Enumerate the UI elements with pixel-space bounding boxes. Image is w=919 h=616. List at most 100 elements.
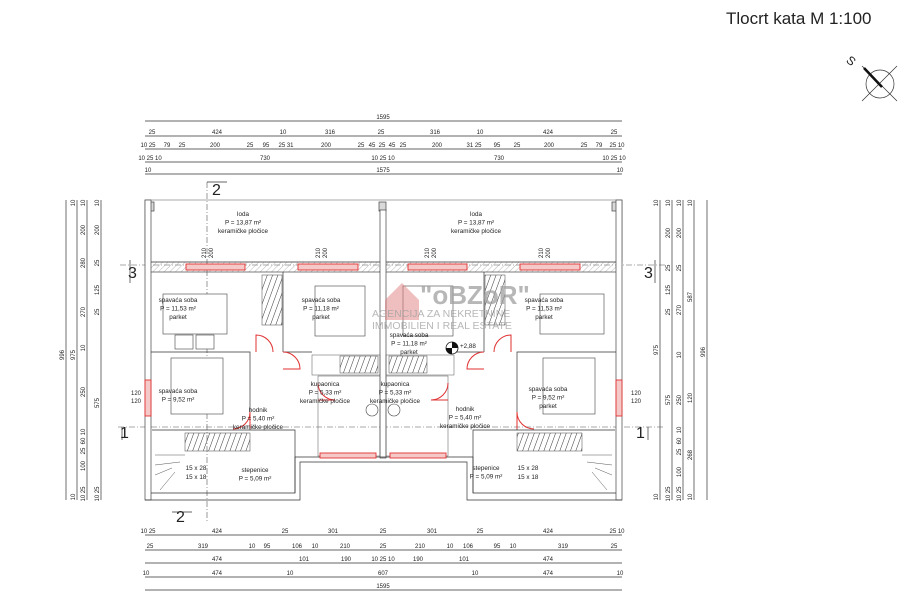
dimension-label: 100 [81, 460, 87, 471]
dimension-label: 10 [95, 199, 101, 206]
dimension-label: 10 [688, 493, 694, 500]
room-name: kupaonica [381, 381, 410, 388]
dimension-label: 10 [472, 571, 479, 577]
dimension-label: 200 [321, 143, 332, 149]
dimension-label: 106 [463, 544, 474, 550]
room-name: loda [470, 211, 482, 218]
room-floor: parket [312, 314, 330, 321]
room-floor: keramičke pločice [233, 424, 284, 431]
side-window-height-label: 120 [131, 399, 142, 405]
dimension-label: 101 [299, 557, 310, 563]
dimension-label: 316 [430, 130, 441, 136]
dimension-label: 25 [378, 130, 385, 136]
dimension-label: 190 [341, 557, 352, 563]
room-name: spavaća soba [390, 332, 429, 339]
room-floor: parket [539, 403, 557, 410]
dimension-label: 474 [212, 557, 223, 563]
dimension-label: 10 25 10 [371, 156, 395, 162]
dimension-label: 10 25 10 [371, 557, 395, 563]
room-name: kupaonica [311, 381, 340, 388]
dimension-label: 10 [280, 130, 287, 136]
dimension-label: 25 [400, 143, 407, 149]
building-walls [144, 199, 623, 501]
side-window-height-label: 120 [631, 399, 642, 405]
room-name: spavaća soba [529, 386, 568, 393]
dimension-label: 730 [260, 156, 271, 162]
window-height-label: 210 [425, 247, 431, 258]
dimension-label: 10 [447, 544, 454, 550]
dimension-label: 200 [432, 143, 443, 149]
stair-step-label: 15 x 18 [186, 474, 207, 481]
dimension-lines [65, 120, 708, 591]
dimension-label: 79 [164, 143, 171, 149]
dimension-label: 101 [459, 557, 470, 563]
dimension-label: 25 [95, 308, 101, 315]
dimension-label: 474 [543, 557, 554, 563]
dimension-label: 10 [81, 199, 87, 206]
stair-step-label: 15 x 18 [518, 474, 539, 481]
room-area: P = 13,87 m² [458, 220, 494, 227]
room-floor: parket [535, 314, 553, 321]
room-name: spavaća soba [159, 297, 198, 304]
dimension-label: 190 [413, 557, 424, 563]
dimension-label: 424 [212, 130, 223, 136]
dimension-label: 25 [95, 259, 101, 266]
dimension-label: 1595 [376, 584, 390, 590]
dimension-label: 319 [558, 544, 569, 550]
dimension-label: 730 [494, 156, 505, 162]
dimension-label: 10 [287, 571, 294, 577]
dimension-label: 25 31 [278, 143, 294, 149]
room-name: spavaća soba [302, 297, 341, 304]
window-width-label: 200 [323, 247, 329, 258]
stair-step-label: 15 x 28 [518, 465, 539, 472]
room-name: hodnik [456, 406, 475, 413]
dimension-label: 975 [71, 349, 77, 360]
room-area: P = 11,18 m² [391, 341, 427, 348]
dimension-label: 10 [71, 493, 77, 500]
dimension-label: 424 [212, 529, 223, 535]
dimension-label: 10 25 [95, 486, 101, 502]
doors [232, 334, 535, 430]
stair-step-label: 15 x 28 [186, 465, 207, 472]
dimension-label: 1595 [376, 115, 390, 121]
dimension-label: 250 [81, 386, 87, 397]
dimension-label: 106 [292, 544, 303, 550]
dimension-label: 10 25 [81, 486, 87, 502]
section-1-left: 1 [120, 425, 129, 442]
room-floor: parket [169, 314, 187, 321]
side-window-width-label: 120 [131, 391, 142, 397]
section-3-right: 3 [644, 265, 653, 282]
dimension-label: 10 25 [140, 529, 156, 535]
dimension-label: 607 [378, 571, 389, 577]
dimension-label: 25 [179, 143, 186, 149]
watermark-brand: "oBZoR" [420, 280, 530, 310]
room-area: P = 5,09 m² [470, 474, 503, 481]
dimension-label: 474 [212, 571, 223, 577]
dimension-label: 210 [415, 544, 426, 550]
dimension-label: 301 [427, 529, 438, 535]
window-width-label: 200 [432, 247, 438, 258]
dimension-label: 60 [81, 437, 87, 444]
dimension-label: 10 [677, 351, 683, 358]
dimension-label: 10 [677, 199, 683, 206]
dimension-label: 25 [666, 264, 672, 271]
dimension-label: 575 [666, 394, 672, 405]
dimension-label: 95 [494, 544, 501, 550]
dimension-label: 25 [147, 544, 154, 550]
dimension-label: 10 [477, 130, 484, 136]
watermark-line1: AGENCIJA ZA NEKRETNINE [372, 308, 510, 320]
dimension-label: 10 [81, 428, 87, 435]
dimension-label: 25 [611, 544, 618, 550]
dimension-label: 125 [95, 284, 101, 295]
dimension-label: 10 [617, 571, 624, 577]
dimension-label: 25 [611, 130, 618, 136]
room-area: P = 11,53 m² [160, 306, 196, 313]
dimension-label: 25 [677, 448, 683, 455]
dimension-label: 45 [369, 143, 376, 149]
section-1-right: 1 [636, 425, 645, 442]
level-mark: +2,88 [460, 343, 476, 350]
dimension-label: 25 [666, 308, 672, 315]
dimension-label: 25 [247, 143, 254, 149]
dimension-label: 270 [677, 304, 683, 315]
